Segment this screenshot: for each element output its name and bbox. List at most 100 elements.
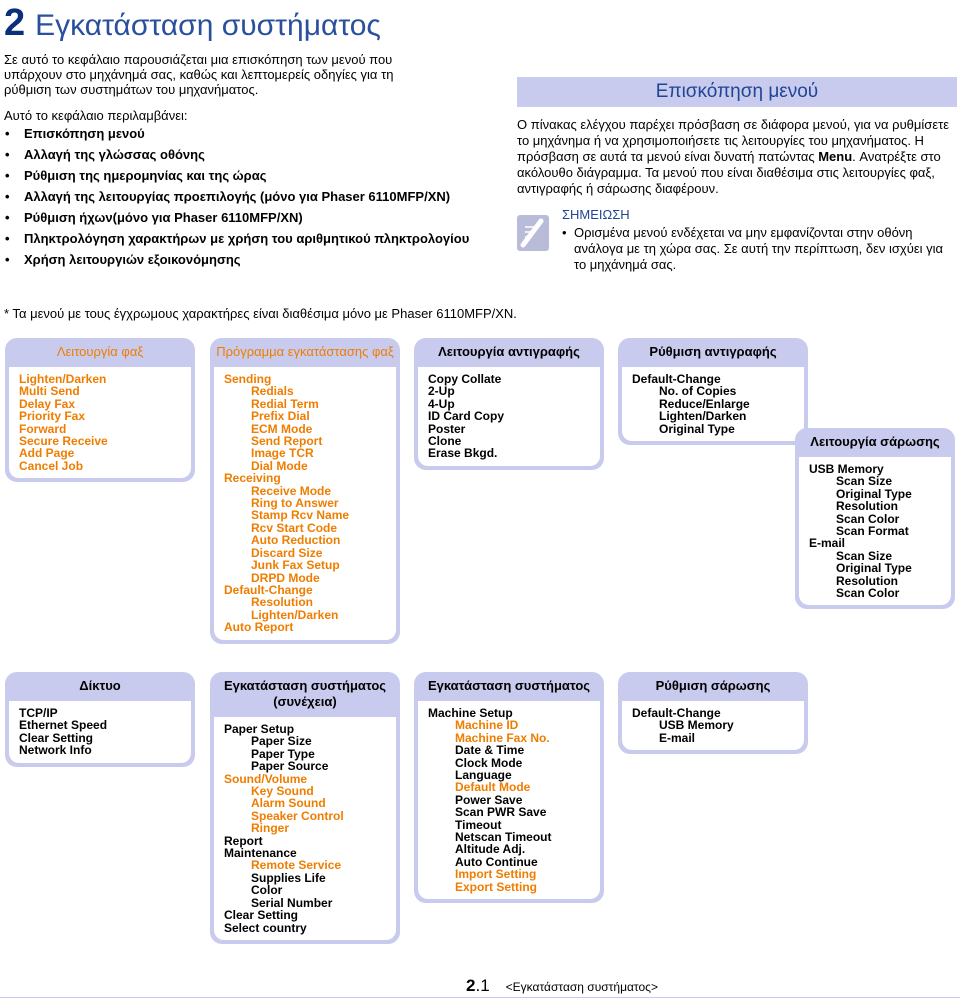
menu-item[interactable]: E-mail	[659, 730, 696, 745]
menu-item[interactable]: Junk Fax Setup	[251, 558, 340, 573]
menu-item[interactable]: Key Sound	[251, 784, 314, 799]
menu-item[interactable]: Paper Source	[251, 759, 329, 774]
menu-item[interactable]: USB Memory	[809, 462, 884, 476]
menu-item[interactable]: Ring to Answer	[251, 496, 339, 511]
menu-item[interactable]: ID Card Copy	[428, 409, 505, 424]
toc-item[interactable]: •Αλλαγή της γλώσσας οθόνης	[5, 147, 205, 162]
menu-item[interactable]: Date & Time	[455, 743, 525, 758]
menu-item[interactable]: Original Type	[659, 421, 735, 436]
menu-item[interactable]: Language	[455, 768, 512, 783]
menu-item[interactable]: USB Memory	[659, 718, 734, 733]
menu-item[interactable]: E-mail	[809, 536, 846, 551]
menu-item[interactable]: Redials	[251, 384, 294, 399]
menu-item[interactable]: Network Info	[19, 743, 92, 758]
menu-item[interactable]: Original Type	[836, 561, 912, 576]
menu-item[interactable]: Supplies Life	[251, 870, 326, 885]
menu-item[interactable]: Export Setting	[455, 879, 538, 894]
menu-item[interactable]: Default Mode	[455, 780, 531, 795]
menu-item[interactable]: Prefix Dial	[251, 409, 310, 424]
menu-item[interactable]: Clone	[428, 434, 462, 449]
menu-item[interactable]: Rcv Start Code	[251, 520, 338, 535]
menu-item[interactable]: Auto Report	[224, 620, 294, 635]
menu-item[interactable]: Select country	[224, 920, 307, 935]
menu-item[interactable]: Copy Collate	[428, 372, 502, 386]
menu-item[interactable]: Resolution	[251, 595, 313, 610]
menu-item[interactable]: TCP/IP	[19, 706, 58, 720]
toc-item[interactable]: •Ρύθμιση ήχων(μόνο για Phaser 6110MFP/XN…	[5, 210, 303, 225]
menu-item[interactable]: Ringer	[251, 821, 290, 836]
menu-item[interactable]: Scan PWR Save	[455, 805, 547, 820]
toc-item[interactable]: •Χρήση λειτουργιών εξοικονόμησης	[5, 252, 241, 267]
menu-item[interactable]: Lighten/Darken	[19, 372, 107, 386]
menu-item[interactable]: Clock Mode	[455, 755, 523, 770]
menu-item[interactable]: Paper Setup	[224, 722, 295, 736]
menu-item[interactable]: Multi Send	[19, 384, 80, 399]
menu-item[interactable]: Resolution	[836, 499, 898, 514]
menu-item[interactable]: Serial Number	[251, 895, 333, 910]
menu-item[interactable]: Original Type	[836, 486, 912, 501]
menu-item[interactable]: Add Page	[19, 446, 75, 461]
menu-item[interactable]: Machine ID	[455, 718, 519, 733]
toc-item[interactable]: •Πληκτρολόγηση χαρακτήρων με χρήση του α…	[5, 231, 470, 246]
menu-item[interactable]: Reduce/Enlarge	[659, 396, 750, 411]
menu-item[interactable]: Receive Mode	[251, 483, 332, 498]
menu-item[interactable]: Lighten/Darken	[251, 607, 339, 622]
toc-item[interactable]: •Αλλαγή της λειτουργίας προεπιλογής (μόν…	[5, 189, 451, 204]
menu-item[interactable]: Remote Service	[251, 858, 342, 873]
menu-item[interactable]: Secure Receive	[19, 434, 108, 449]
menu-item[interactable]: Timeout	[455, 817, 502, 832]
menu-item[interactable]: Cancel Job	[19, 458, 84, 473]
menu-item[interactable]: Image TCR	[251, 446, 314, 461]
menu-item[interactable]: Resolution	[836, 573, 898, 588]
menu-item[interactable]: Send Report	[251, 434, 323, 449]
menu-item[interactable]: Netscan Timeout	[455, 830, 552, 845]
menu-item[interactable]: Discard Size	[251, 545, 323, 560]
menu-item[interactable]: Clear Setting	[224, 908, 299, 923]
menu-item[interactable]: Color	[251, 883, 283, 898]
menu-item[interactable]: No. of Copies	[659, 384, 737, 399]
menu-item[interactable]: Scan Size	[836, 474, 893, 489]
menu-item[interactable]: Delay Fax	[19, 396, 76, 411]
menu-item[interactable]: Clear Setting	[19, 730, 94, 745]
menu-item[interactable]: Power Save	[455, 792, 523, 807]
menu-item[interactable]: 4-Up	[428, 396, 455, 411]
menu-item[interactable]: DRPD Mode	[251, 570, 320, 585]
toc-item[interactable]: •Ρύθμιση της ημερομηνίας και της ώρας	[5, 168, 267, 183]
menu-item[interactable]: Stamp Rcv Name	[251, 508, 350, 523]
menu-item[interactable]: Lighten/Darken	[659, 409, 747, 424]
menu-item[interactable]: Redial Term	[251, 396, 319, 411]
menu-item[interactable]: Scan Size	[836, 548, 893, 563]
menu-item[interactable]: Auto Reduction	[251, 533, 341, 548]
menu-item[interactable]: Speaker Control	[251, 808, 344, 823]
toc-item[interactable]: •Επισκόπηση μενού	[5, 126, 145, 141]
menu-item[interactable]: Maintenance	[224, 846, 297, 861]
menu-item[interactable]: Auto Continue	[455, 854, 538, 869]
menu-item[interactable]: Report	[224, 833, 263, 848]
menu-item[interactable]: Scan Color	[836, 511, 900, 526]
menu-item[interactable]: Scan Color	[836, 586, 900, 601]
menu-item[interactable]: Alarm Sound	[251, 796, 326, 811]
menu-item[interactable]: Machine Setup	[428, 706, 513, 720]
menu-item[interactable]: ECM Mode	[251, 421, 313, 436]
menu-item[interactable]: Forward	[19, 421, 67, 436]
menu-item[interactable]: Receiving	[224, 471, 281, 486]
menu-item[interactable]: Altitude Adj.	[455, 842, 526, 857]
menu-item[interactable]: Default-Change	[224, 582, 313, 597]
menu-item[interactable]: Default-Change	[632, 372, 721, 386]
menu-item[interactable]: Paper Size	[251, 734, 312, 749]
menu-item[interactable]: Priority Fax	[19, 409, 86, 424]
menu-item[interactable]: Ethernet Speed	[19, 718, 108, 733]
menu-item[interactable]: 2-Up	[428, 384, 455, 399]
menu-item[interactable]: Paper Type	[251, 746, 315, 761]
menu-item[interactable]: Import Setting	[455, 867, 537, 882]
menu-item[interactable]: Sound/Volume	[224, 771, 308, 786]
menu-item[interactable]: Dial Mode	[251, 458, 308, 473]
chapter-contents-list: •Επισκόπηση μενού •Αλλαγή της γλώσσας οθ…	[4, 126, 504, 273]
menu-item[interactable]: Scan Format	[836, 524, 909, 539]
menu-item[interactable]: Poster	[428, 421, 466, 436]
menu-item[interactable]: Machine Fax No.	[455, 730, 550, 745]
menu-item[interactable]: Erase Bkgd.	[428, 446, 498, 461]
menu-item[interactable]: Sending	[224, 372, 272, 386]
menu-item[interactable]: Default-Change	[632, 706, 721, 720]
